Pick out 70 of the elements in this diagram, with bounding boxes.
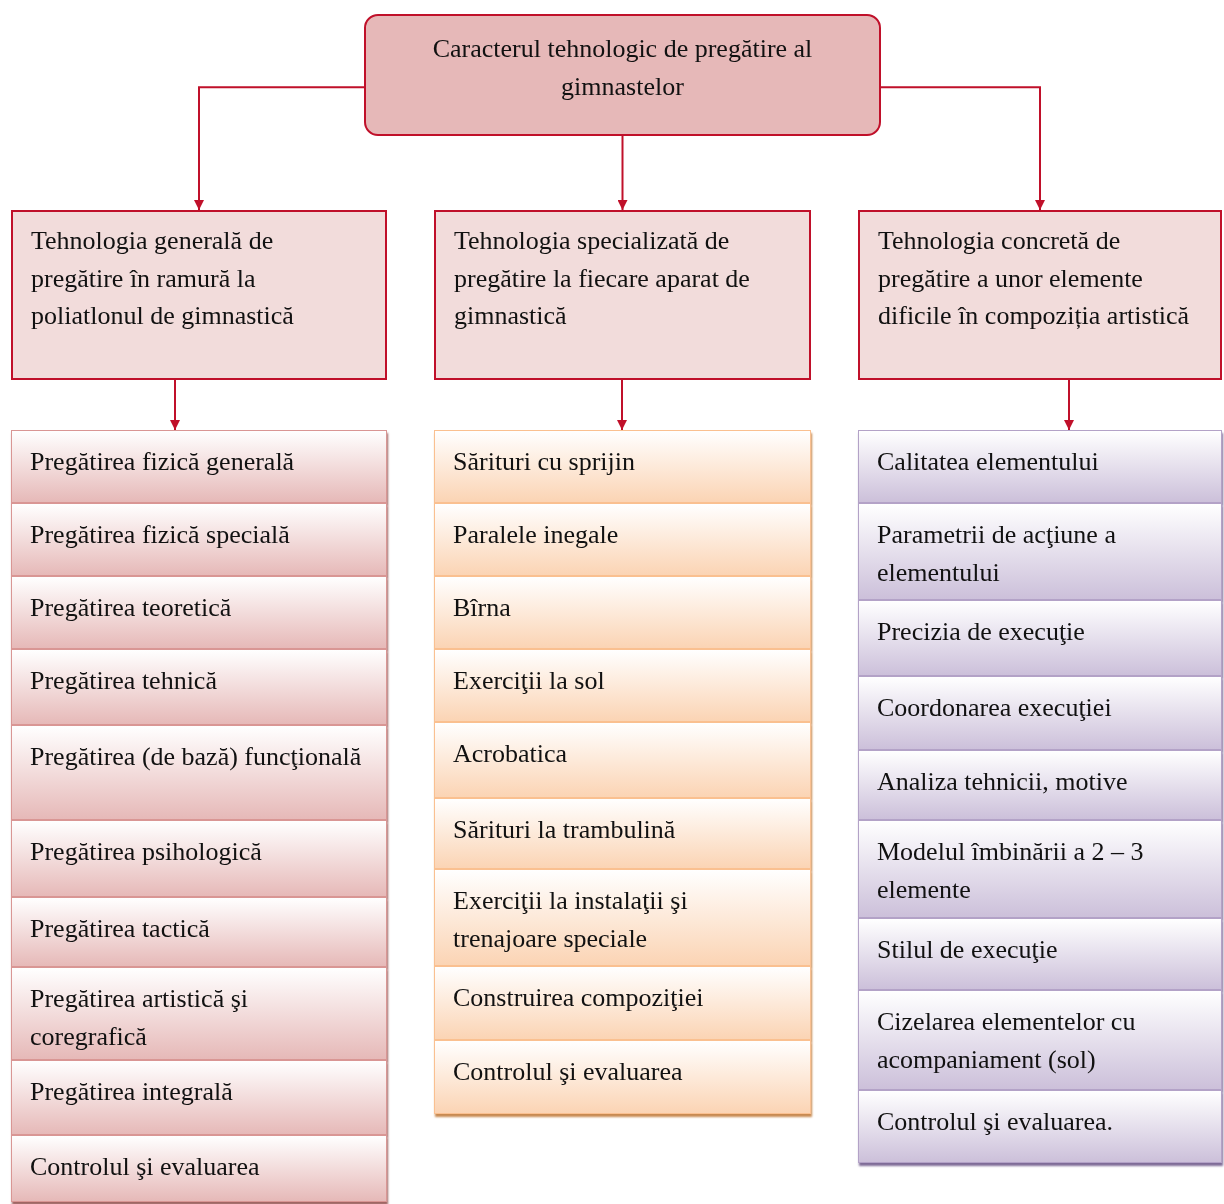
list-item-box (11, 967, 387, 1060)
box-text: Pregătirea teoretică (30, 592, 233, 624)
title-box (364, 14, 881, 136)
title-text: Caracterul tehnologic de pregătire al gimnastelor (431, 33, 814, 103)
box-text: Cizelarea elementelor cu acompaniament (sol) (877, 1006, 1137, 1076)
arrow (880, 86, 1045, 211)
arrow (617, 379, 627, 431)
category-box (858, 210, 1222, 380)
box-text: Pregătirea artistică şi coregrafică (30, 983, 250, 1053)
category-box (434, 210, 811, 380)
list-item-box (434, 966, 811, 1040)
list-item-box (434, 1040, 811, 1114)
list-item-box (858, 750, 1222, 820)
list-item-box (11, 1060, 387, 1135)
list-item-box (11, 725, 387, 820)
box-text: Parametrii de acţiune a elementului (877, 519, 1117, 589)
box-text: Bîrna (453, 592, 512, 624)
list-item-box (858, 1090, 1222, 1163)
list-item-box (858, 820, 1222, 918)
list-item-box (858, 918, 1222, 990)
box-text: Pregătirea integrală (30, 1076, 234, 1108)
box-text: Controlul şi evaluarea. (877, 1106, 1115, 1138)
list-item-box (858, 990, 1222, 1090)
box-text: Precizia de execuţie (877, 616, 1086, 648)
list-item-box (11, 503, 387, 576)
box-text: Exerciţii la sol (453, 665, 606, 697)
box-text: Stilul de execuţie (877, 934, 1059, 966)
list-item-box (858, 430, 1222, 503)
box-text: Pregătirea psihologică (30, 836, 263, 868)
box-text: Sărituri cu sprijin (453, 446, 636, 478)
list-item-box (11, 1135, 387, 1202)
list-item-box (434, 869, 811, 966)
box-text: Pregătirea fizică generală (30, 446, 296, 478)
list-item-box (11, 897, 387, 967)
box-text: Analiza tehnicii, motive (877, 766, 1129, 798)
box-text: Exerciţii la instalaţii şi trenajoare speciale (453, 885, 689, 955)
box-text: Calitatea elementului (877, 446, 1100, 478)
list-item-box (11, 649, 387, 725)
arrow (194, 86, 365, 211)
box-text: Tehnologia concretă de pregătire a unor elemente dificile în compoziția artistică (878, 225, 1191, 333)
list-item-box (434, 722, 811, 798)
arrow (170, 379, 180, 431)
box-text: Tehnologia generală de pregătire în ramură la poliatlonul de gimnastică (31, 225, 295, 333)
list-item-box (434, 503, 811, 576)
list-item-box (434, 649, 811, 722)
box-text: Paralele inegale (453, 519, 620, 551)
box-text: Controlul şi evaluarea (453, 1056, 684, 1088)
box-text: Modelul îmbinării a 2 – 3 elemente (877, 836, 1145, 906)
box-text: Sărituri la trambulină (453, 814, 677, 846)
list-item-box (434, 798, 811, 869)
list-item-box (11, 576, 387, 649)
box-text: Construirea compoziţiei (453, 982, 705, 1014)
arrow (1064, 379, 1074, 431)
box-text: Pregătirea (de bază) funcţională (30, 741, 363, 773)
list-item-box (434, 430, 811, 503)
box-text: Tehnologia specializată de pregătire la fiecare aparat de gimnastică (454, 225, 751, 333)
box-text: Controlul şi evaluarea (30, 1151, 261, 1183)
list-item-box (11, 820, 387, 897)
list-item-box (858, 676, 1222, 750)
box-text: Acrobatica (453, 738, 569, 770)
box-text: Coordonarea execuţiei (877, 692, 1113, 724)
box-text: Pregătirea tehnică (30, 665, 218, 697)
box-text: Pregătirea fizică specială (30, 519, 291, 551)
category-box (11, 210, 387, 380)
list-item-box (11, 430, 387, 503)
list-item-box (858, 600, 1222, 676)
list-item-box (434, 576, 811, 649)
list-item-box (858, 503, 1222, 600)
arrow (617, 135, 628, 211)
box-text: Pregătirea tactică (30, 913, 211, 945)
